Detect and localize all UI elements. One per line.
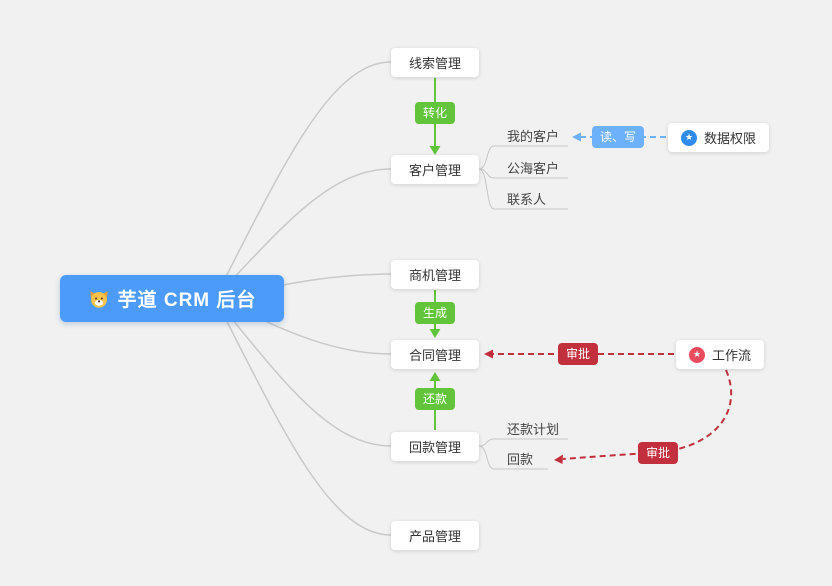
node-customer-label: 客户管理 bbox=[408, 163, 461, 178]
edge-label-read-write: 读、写 bbox=[591, 126, 645, 148]
subnode-repayment-label: 回款 bbox=[507, 452, 534, 467]
edge-root-leads bbox=[214, 61, 392, 299]
arrowhead-customer bbox=[429, 146, 441, 155]
node-customer[interactable]: 客户管理 bbox=[391, 155, 479, 184]
subnode-repayment-plan[interactable]: 还款计划 bbox=[507, 422, 559, 438]
edge-label-convert: 转化 bbox=[414, 102, 456, 124]
dog-icon bbox=[88, 288, 110, 310]
node-contract-label: 合同管理 bbox=[408, 348, 461, 363]
arrow-workflow-to-repayment bbox=[562, 369, 732, 460]
arrowhead-repayment-approve bbox=[554, 454, 563, 464]
root-node-crm-admin[interactable]: 芋道 CRM 后台 bbox=[60, 275, 284, 322]
node-receivable-label: 回款管理 bbox=[408, 440, 461, 455]
edge-customer-my-customers bbox=[478, 145, 568, 170]
edge-root-product bbox=[214, 297, 392, 536]
edge-customer-public-customers bbox=[478, 168, 568, 179]
subnode-public-customers-label: 公海客户 bbox=[507, 161, 560, 176]
arrowhead-contract-approve bbox=[484, 349, 493, 359]
arrowhead-my-customers bbox=[572, 132, 581, 142]
subnode-repayment[interactable]: 回款 bbox=[507, 452, 533, 468]
arrowhead-contract-bottom bbox=[429, 372, 441, 381]
node-workflow-label: 工作流 bbox=[712, 348, 752, 363]
edge-label-generate: 生成 bbox=[414, 302, 456, 324]
node-opportunity-label: 商机管理 bbox=[408, 268, 461, 283]
root-label: 芋道 CRM 后台 bbox=[117, 290, 257, 311]
edge-label-approve-receivable: 审批 bbox=[637, 442, 679, 464]
subnode-public-customers[interactable]: 公海客户 bbox=[507, 161, 559, 177]
subnode-my-customers[interactable]: 我的客户 bbox=[507, 129, 559, 145]
subnode-contacts-label: 联系人 bbox=[507, 192, 547, 207]
edge-root-customer bbox=[214, 168, 392, 299]
node-leads-label: 线索管理 bbox=[408, 56, 461, 71]
node-data-permission[interactable]: ★ 数据权限 bbox=[668, 123, 770, 152]
node-workflow[interactable]: ★ 工作流 bbox=[676, 340, 765, 369]
edge-label-repay: 还款 bbox=[414, 388, 456, 410]
node-data-permission-label: 数据权限 bbox=[704, 131, 757, 146]
node-leads[interactable]: 线索管理 bbox=[391, 48, 479, 77]
edge-label-approve-contract: 审批 bbox=[557, 343, 599, 365]
node-product[interactable]: 产品管理 bbox=[391, 521, 479, 550]
edge-receivable-repayment-plan bbox=[478, 438, 568, 447]
edge-root-receivable bbox=[214, 297, 392, 447]
arrowhead-contract-top bbox=[429, 329, 441, 338]
edge-customer-contacts bbox=[478, 168, 568, 210]
subnode-repayment-plan-label: 还款计划 bbox=[507, 422, 560, 437]
node-opportunity[interactable]: 商机管理 bbox=[391, 260, 479, 289]
edge-receivable-repayment bbox=[478, 445, 548, 470]
node-contract[interactable]: 合同管理 bbox=[391, 340, 479, 369]
node-receivable[interactable]: 回款管理 bbox=[391, 432, 479, 461]
data-permission-star-icon: ★ bbox=[681, 129, 697, 146]
subnode-my-customers-label: 我的客户 bbox=[507, 129, 560, 144]
workflow-star-icon: ★ bbox=[689, 346, 705, 363]
node-product-label: 产品管理 bbox=[408, 529, 461, 544]
subnode-contacts[interactable]: 联系人 bbox=[507, 192, 546, 208]
